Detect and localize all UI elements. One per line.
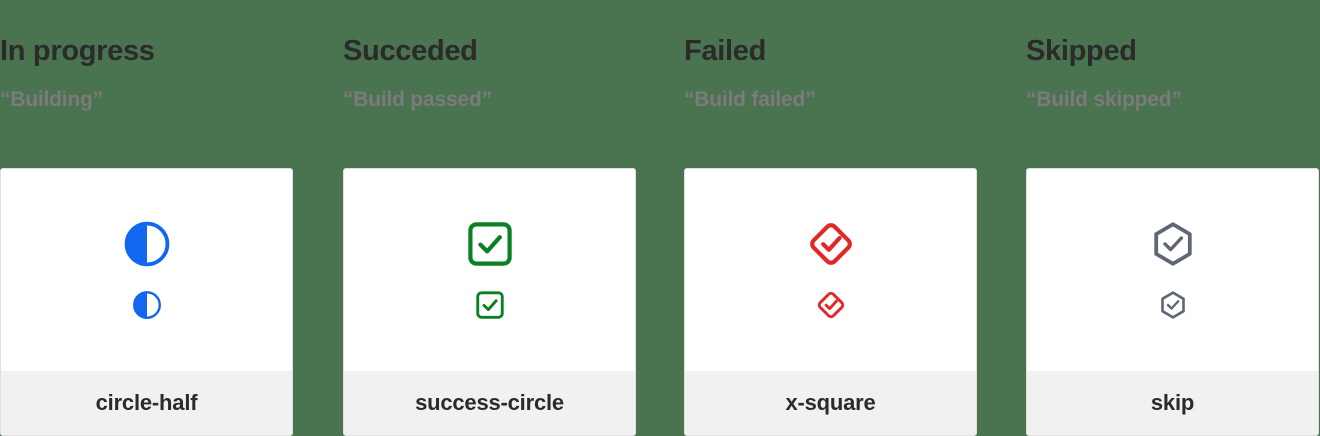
icon-name-label: circle-half	[95, 390, 198, 415]
status-column-failed: Failed “Build failed”	[684, 0, 977, 436]
x-square-icon-small	[816, 290, 846, 320]
circle-half-icon-small	[132, 290, 162, 320]
column-heading: In progress	[0, 35, 155, 67]
icon-name-label: x-square	[785, 390, 876, 415]
icon-card-footer: skip	[1027, 371, 1318, 435]
skip-icon-small	[1158, 290, 1188, 320]
icon-preview-area	[1, 169, 292, 371]
icon-card-x-square[interactable]: x-square	[684, 168, 977, 436]
icon-card-skip[interactable]: skip	[1026, 168, 1319, 436]
icon-name-label: skip	[1150, 390, 1195, 415]
icon-card-circle-half[interactable]: circle-half	[0, 168, 293, 436]
icon-card-footer: circle-half	[1, 371, 292, 435]
status-column-skipped: Skipped “Build skipped” skip	[1026, 0, 1319, 436]
icon-card-footer: x-square	[685, 371, 976, 435]
column-heading: Skipped	[1026, 35, 1137, 67]
column-subtitle: “Build failed”	[684, 88, 816, 111]
icon-preview-area	[344, 169, 635, 371]
icon-preview-area	[685, 169, 976, 371]
column-subtitle: “Build passed”	[343, 88, 492, 111]
icon-preview-area	[1027, 169, 1318, 371]
icon-card-footer: success-circle	[344, 371, 635, 435]
success-circle-icon	[466, 220, 514, 268]
icon-card-success-circle[interactable]: success-circle	[343, 168, 636, 436]
skip-icon	[1149, 220, 1197, 268]
icon-name-label: success-circle	[415, 390, 564, 415]
circle-half-icon	[123, 220, 171, 268]
status-column-in-progress: In progress “Building” circle-	[0, 0, 293, 436]
column-subtitle: “Build skipped”	[1026, 88, 1182, 111]
column-heading: Succeded	[343, 35, 478, 67]
success-circle-icon-small	[475, 290, 505, 320]
column-heading: Failed	[684, 35, 766, 67]
status-column-succeded: Succeded “Build passed” succes	[343, 0, 636, 436]
column-subtitle: “Building”	[0, 88, 103, 111]
x-square-icon	[807, 220, 855, 268]
